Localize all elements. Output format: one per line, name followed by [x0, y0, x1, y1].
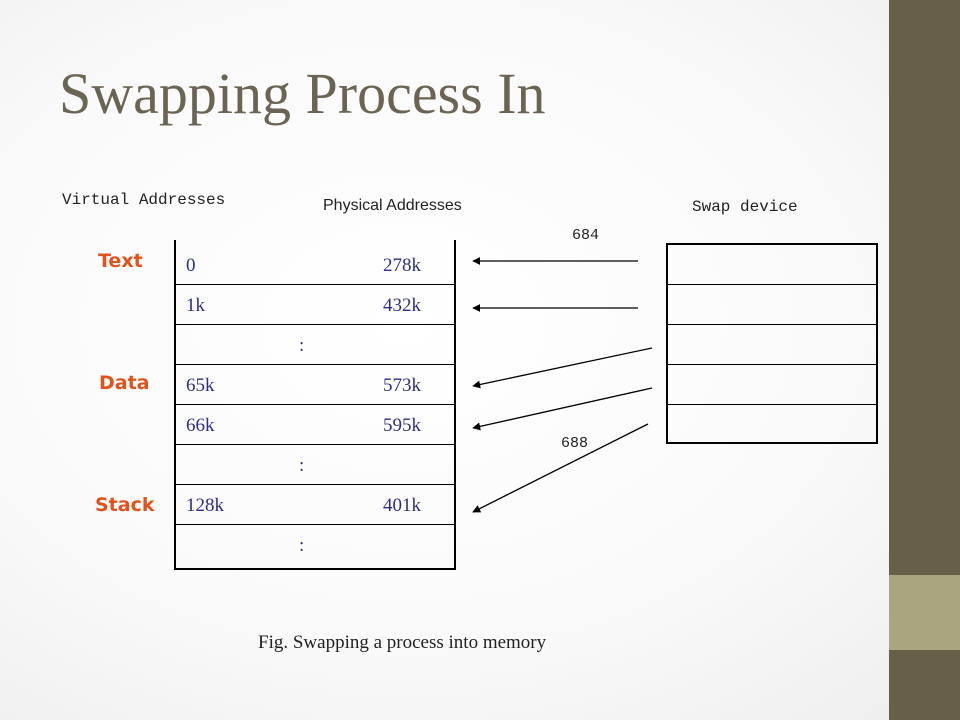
swap-marker-688: 688 — [561, 435, 589, 452]
table-row: 0 278k — [176, 245, 454, 285]
address-table: 0 278k 1k 432k : 65k 573k 66k 595k : 128… — [174, 240, 456, 570]
physical-address: 401k — [383, 495, 421, 516]
table-row-ellipsis: : — [176, 445, 454, 485]
ellipsis-dots: : — [299, 335, 305, 356]
segment-label-stack: Stack — [95, 494, 155, 516]
virtual-address: 65k — [186, 375, 215, 396]
table-row: 128k 401k — [176, 485, 454, 525]
arrow-line — [472, 347, 653, 389]
ellipsis-dots: : — [299, 535, 305, 556]
segment-label-data: Data — [99, 372, 150, 394]
physical-address: 278k — [383, 255, 421, 276]
virtual-address: 0 — [186, 255, 196, 276]
physical-addresses-label: Physical Addresses — [323, 197, 462, 214]
ellipsis-dots: : — [299, 455, 305, 476]
swap-device-box — [666, 243, 878, 444]
physical-address: 573k — [383, 375, 421, 396]
arrow-line — [472, 387, 653, 431]
swap-slot — [668, 325, 876, 365]
swap-slot — [668, 245, 876, 285]
swap-device-label: Swap device — [692, 198, 798, 216]
table-row: 65k 573k — [176, 365, 454, 405]
table-row-ellipsis: : — [176, 525, 454, 565]
swap-slot — [668, 365, 876, 405]
figure-caption: Fig. Swapping a process into memory — [258, 632, 547, 653]
virtual-addresses-label: Virtual Addresses — [62, 191, 226, 209]
table-row: 66k 595k — [176, 405, 454, 445]
slide-title: Swapping Process In — [59, 61, 546, 126]
virtual-address: 1k — [186, 295, 205, 316]
swap-slot — [668, 285, 876, 325]
table-row-ellipsis: : — [176, 325, 454, 365]
sidebar-band-bottom — [889, 650, 960, 720]
arrow-line — [472, 423, 649, 513]
physical-address: 432k — [383, 295, 421, 316]
sidebar-band-middle — [889, 575, 960, 650]
sidebar-band-top — [889, 0, 960, 575]
segment-label-text: Text — [98, 250, 143, 272]
table-row: 1k 432k — [176, 285, 454, 325]
swap-marker-684: 684 — [572, 227, 600, 244]
physical-address: 595k — [383, 415, 421, 436]
virtual-address: 128k — [186, 495, 224, 516]
virtual-address: 66k — [186, 415, 215, 436]
